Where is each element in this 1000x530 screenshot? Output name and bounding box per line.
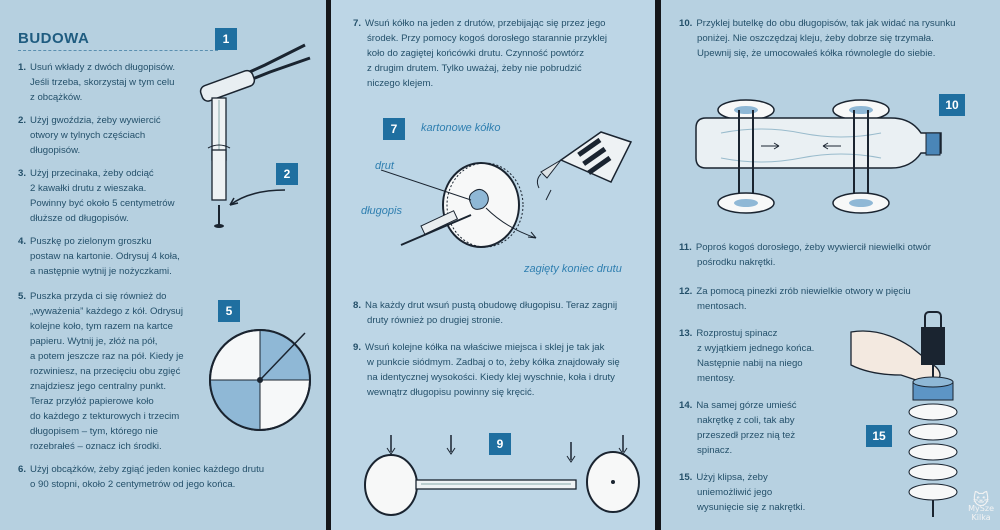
page-gap [655,0,661,530]
label-pen: długopis [361,205,402,217]
step-15: 15.Użyj klipsa, żeby uniemożliwić jego w… [679,472,806,513]
watermark-line-2: Kilka [971,513,991,522]
step-badge-10: 10 [939,94,965,116]
label-wire: drut [375,160,394,172]
step-badge-2: 2 [276,163,298,185]
step-11: 11.Poproś kogoś dorosłego, żeby wywierci… [679,242,931,268]
step-badge-1: 1 [215,28,237,50]
pliers-pen-illustration [199,43,311,228]
step-8: 8.Na każdy drut wsuń pustą obudowę długo… [353,300,618,326]
page-3: 10.Przyklej butelkę do obu długopisów, t… [661,0,1000,530]
label-wheel: kartonowe kółko [421,122,501,134]
step-5: 5.Puszka przyda ci się również do „wyważ… [18,291,184,452]
watermark-line-1: MySze [968,504,994,513]
step-14: 14.Na samej górze umieść nakrętkę z coli… [679,400,797,456]
title-divider [18,50,218,51]
step-12: 12.Za pomocą pinezki zrób niewielkie otw… [679,286,911,312]
page-1: BUDOWA 1 2 5 1.Usuń wkłady z dwóch długo… [0,0,326,530]
step-6: 6.Użyj obcążków, żeby zgiąć jeden koniec… [18,464,265,490]
page-2: 7.Wsuń kółko na jeden z drutów, przebija… [331,0,655,530]
step-13: 13.Rozprostuj spinacz z wyjątkiem jedneg… [679,328,815,384]
step-badge-15: 15 [866,425,892,447]
wheel-center-illustration [209,329,311,431]
label-bent-end: zagięty koniec drutu [524,263,622,275]
step-badge-9: 9 [489,433,511,455]
page-gap [326,0,331,530]
watermark: 🐱 MySze Kilka [968,490,994,523]
step-2: 2.Użyj gwoździa, żeby wywiercić otwory w… [18,115,161,156]
step-3: 3.Użyj przecinaka, żeby odciąć 2 kawałki… [18,168,175,224]
step-9: 9.Wsuń kolejne kółka na właściwe miejsca… [353,342,620,398]
step-10: 10.Przyklej butelkę do obu długopisów, t… [679,18,956,59]
step-7: 7.Wsuń kółko na jeden z drutów, przebija… [353,18,607,89]
step-badge-7: 7 [383,118,405,140]
axle-illustration [364,435,640,516]
step-badge-5: 5 [218,300,240,322]
cat-icon: 🐱 [972,490,990,509]
bottle-car-illustration [695,99,942,214]
mentos-clip-illustration [850,311,958,517]
step-4: 4.Puszkę po zielonym groszku postaw na k… [18,236,180,277]
step-1: 1.Usuń wkłady z dwóch długopisów. Jeśli … [18,62,176,103]
wheel-glue-illustration [380,131,633,248]
section-title: BUDOWA [18,30,90,47]
